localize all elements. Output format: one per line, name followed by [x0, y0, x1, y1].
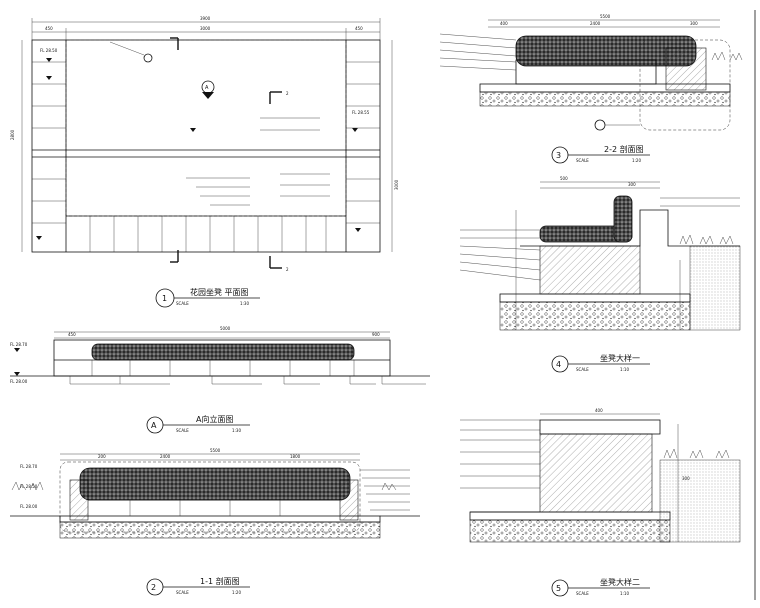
- plan-level-1: FL 28.50: [40, 48, 58, 53]
- s22-dim-c: 300: [690, 21, 698, 26]
- plan-cut-2-bottom: 2: [286, 267, 289, 272]
- plan-dim-left: 450: [45, 26, 53, 31]
- plan-marker-a: A: [205, 85, 209, 91]
- s22-title-number: 3: [556, 151, 561, 160]
- s11-level-top: FL 28.70: [20, 464, 38, 469]
- plan-title-number: 1: [162, 294, 167, 303]
- detail-4: 500 300 4 坐凳大样一 SCALE 1:10: [459, 176, 741, 373]
- plan-title: 花园坐凳 平面图: [190, 287, 249, 297]
- plan-view: 3900 450 3000 450: [10, 16, 399, 308]
- detail-5: 400 300 5 坐凳大样二 SCALE 1:10: [460, 408, 741, 597]
- plan-cut-2-top: 2: [286, 91, 289, 96]
- s22-scale: 1:20: [632, 158, 641, 163]
- elev-title: A向立面图: [196, 414, 233, 424]
- s22-dim-a: 400: [500, 21, 508, 26]
- d4-title-number: 4: [556, 360, 561, 369]
- s22-title: 2-2 剖面图: [604, 144, 644, 154]
- s22-dim-b: 2400: [590, 21, 601, 26]
- d5-dim-b: 300: [682, 476, 690, 481]
- d4-scale-label: SCALE: [576, 367, 589, 372]
- s22-scale-label: SCALE: [576, 158, 589, 163]
- section-1-1: 5500 200 2400 1800 FL 28.70 FL 28.50 FL …: [10, 448, 420, 596]
- s11-dim-total: 5500: [210, 448, 221, 453]
- d5-title: 坐凳大样二: [600, 577, 640, 587]
- s11-dim-c: 1800: [290, 454, 301, 459]
- s11-title-number: 2: [151, 583, 156, 592]
- d5-scale: 1:10: [620, 591, 629, 596]
- elev-scale: 1:30: [232, 428, 241, 433]
- plan-dim-right: 450: [355, 26, 363, 31]
- s11-dim-a: 200: [98, 454, 106, 459]
- s22-dim-total: 5500: [600, 14, 611, 19]
- s11-title: 1-1 剖面图: [200, 576, 240, 586]
- elevation-a: 5000 450 900 FL 28.70 FL 28.00 A A向立面图 S…: [10, 326, 430, 434]
- elev-scale-label: SCALE: [176, 428, 189, 433]
- plan-dim-height: 2800: [10, 129, 15, 140]
- s11-level-mid: FL 28.50: [20, 484, 38, 489]
- s11-scale-label: SCALE: [176, 590, 189, 595]
- d4-dim-a: 500: [560, 176, 568, 181]
- plan-dim-total: 3900: [200, 16, 211, 21]
- elev-dim-left: 450: [68, 332, 76, 337]
- elev-level-top: FL 28.70: [10, 342, 28, 347]
- d5-dim-a: 400: [595, 408, 603, 413]
- plan-dim-lower: 3000: [394, 179, 399, 190]
- plan-dim-mid: 3000: [200, 26, 211, 31]
- plan-scale: 1:30: [240, 301, 249, 306]
- plan-scale-label: SCALE: [176, 301, 189, 306]
- elev-title-number: A: [151, 421, 157, 430]
- d4-title: 坐凳大样一: [600, 353, 640, 363]
- d4-dim-b: 300: [628, 182, 636, 187]
- d5-title-number: 5: [556, 584, 561, 593]
- d5-scale-label: SCALE: [576, 591, 589, 596]
- s11-dim-b: 2400: [160, 454, 171, 459]
- plan-level-2: FL 28.55: [352, 110, 370, 115]
- s11-scale: 1:20: [232, 590, 241, 595]
- elev-dim-total: 5000: [220, 326, 231, 331]
- elev-level-bottom: FL 28.00: [10, 379, 28, 384]
- d4-scale: 1:10: [620, 367, 629, 372]
- section-2-2: 5500 400 2400 300 3 2-2 剖面图 SCALE 1:20: [439, 14, 743, 164]
- elev-dim-right: 900: [372, 332, 380, 337]
- s11-level-low: FL 28.00: [20, 504, 38, 509]
